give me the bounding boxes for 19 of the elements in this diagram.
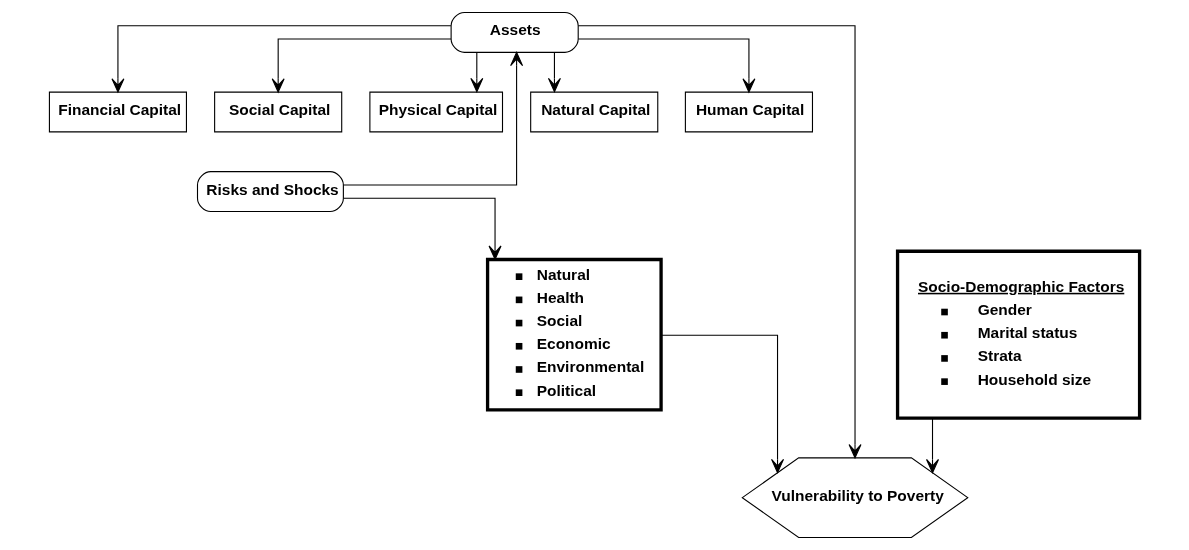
node-box: Assets (450, 12, 579, 53)
node-box: Social Capital (214, 91, 343, 133)
node-box: Natural Health Social Economic Environmental Political (485, 257, 663, 412)
arrow (926, 418, 940, 474)
node-box: Financial Capital (48, 91, 187, 133)
node-box: Physical Capital (369, 91, 504, 133)
arrow (577, 38, 756, 93)
arrow (343, 51, 524, 186)
node-box: Socio-Demographic Factors Gender Marital status Strata Household size (895, 249, 1142, 420)
arrow (271, 38, 452, 93)
node-box: Risks and Shocks (196, 171, 344, 212)
node-box: Human Capital (684, 91, 814, 133)
arrow (111, 25, 452, 93)
arrow (660, 334, 785, 474)
arrow (577, 25, 862, 459)
node-box: Natural Capital (530, 91, 659, 133)
arrow (470, 51, 484, 93)
arrow (547, 51, 561, 93)
arrow (343, 197, 502, 260)
